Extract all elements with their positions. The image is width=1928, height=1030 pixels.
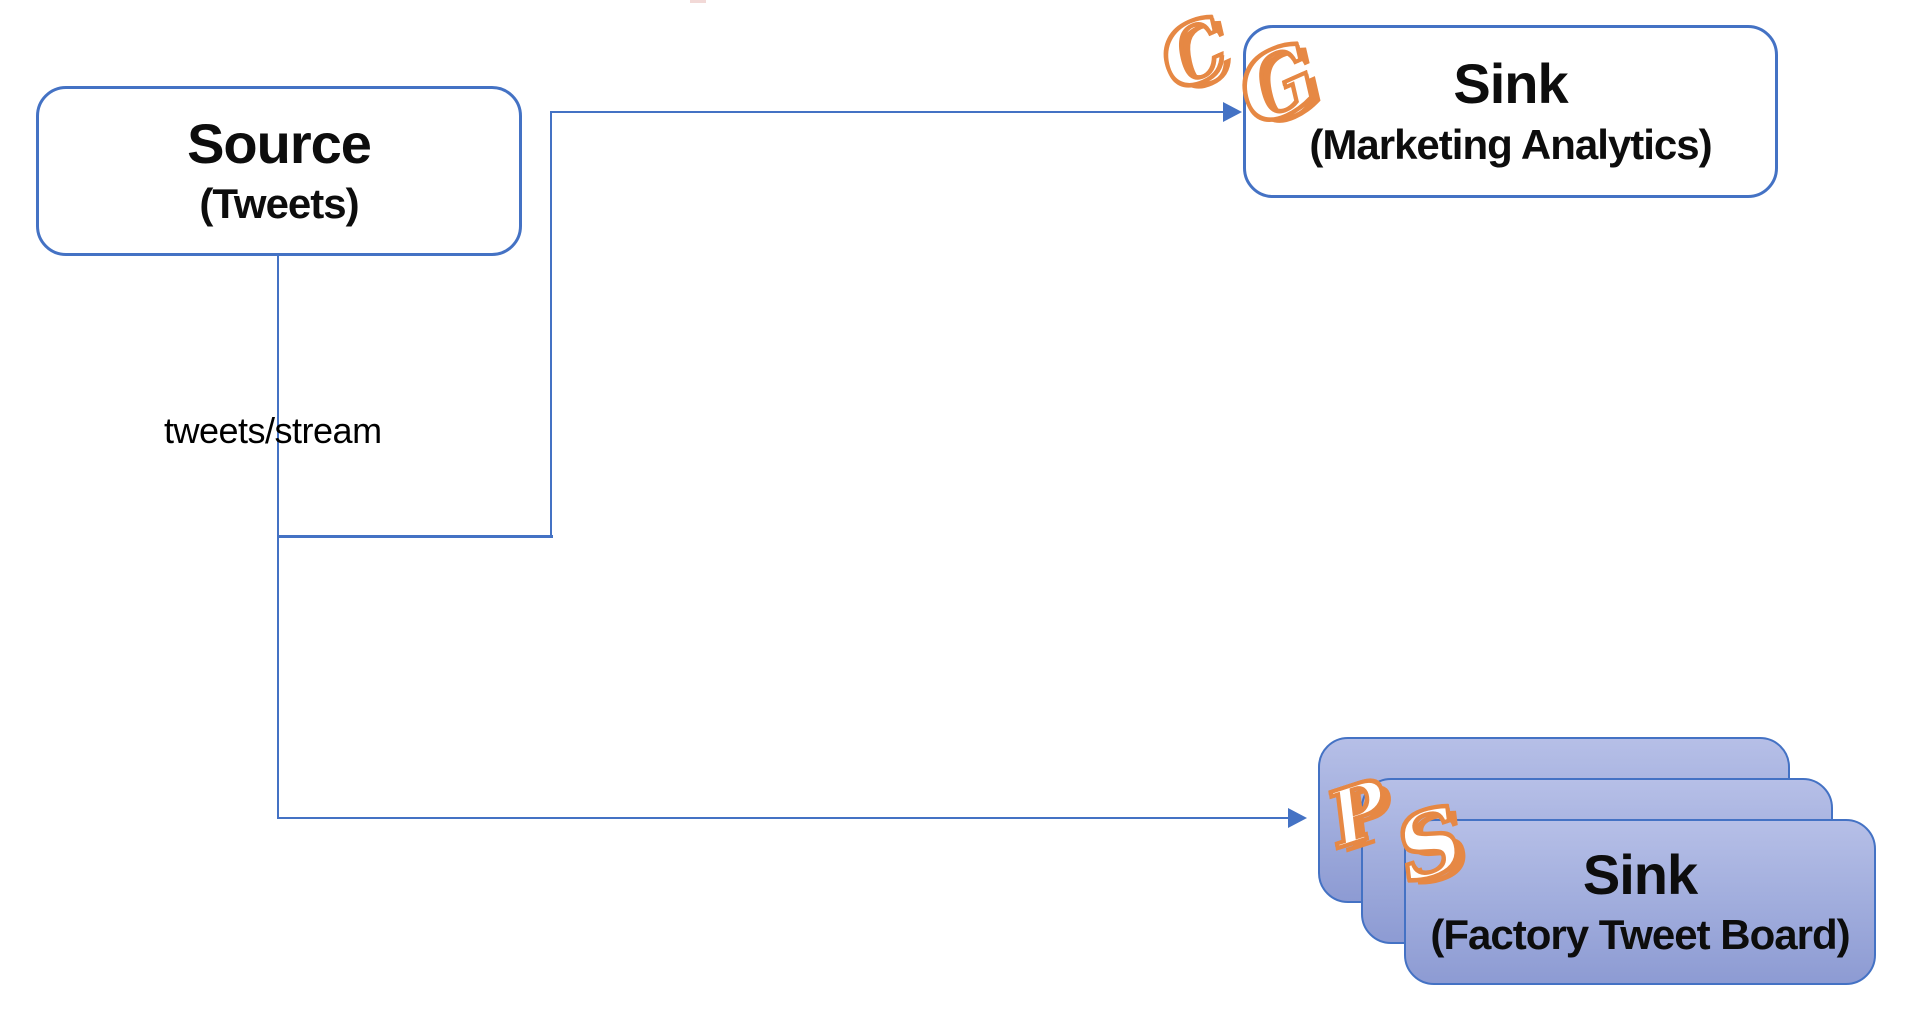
arrowhead-factory-sink — [1288, 807, 1307, 828]
connector-up-vertical — [549, 111, 552, 537]
connector-to-factory-sink — [276, 816, 1289, 819]
node-sink-factory: Sink (Factory Tweet Board) — [1404, 819, 1876, 985]
connector-to-marketing-sink — [549, 110, 1224, 113]
node-sink-marketing-subtitle: (Marketing Analytics) — [1309, 120, 1712, 168]
node-sink-factory-subtitle: (Factory Tweet Board) — [1430, 911, 1850, 959]
top-edge-artifact — [690, 0, 706, 3]
node-source: Source (Tweets) — [36, 86, 522, 256]
connector-elbow-horizontal — [276, 535, 553, 538]
node-source-title: Source — [187, 111, 372, 175]
node-source-subtitle: (Tweets) — [199, 180, 359, 228]
edge-label-tweets-stream: tweets/stream — [164, 410, 382, 451]
node-sink-factory-title: Sink — [1582, 842, 1698, 906]
node-sink-marketing-title: Sink — [1453, 52, 1568, 115]
arrowhead-marketing-sink — [1223, 102, 1242, 122]
node-sink-marketing: Sink (Marketing Analytics) — [1243, 25, 1778, 198]
